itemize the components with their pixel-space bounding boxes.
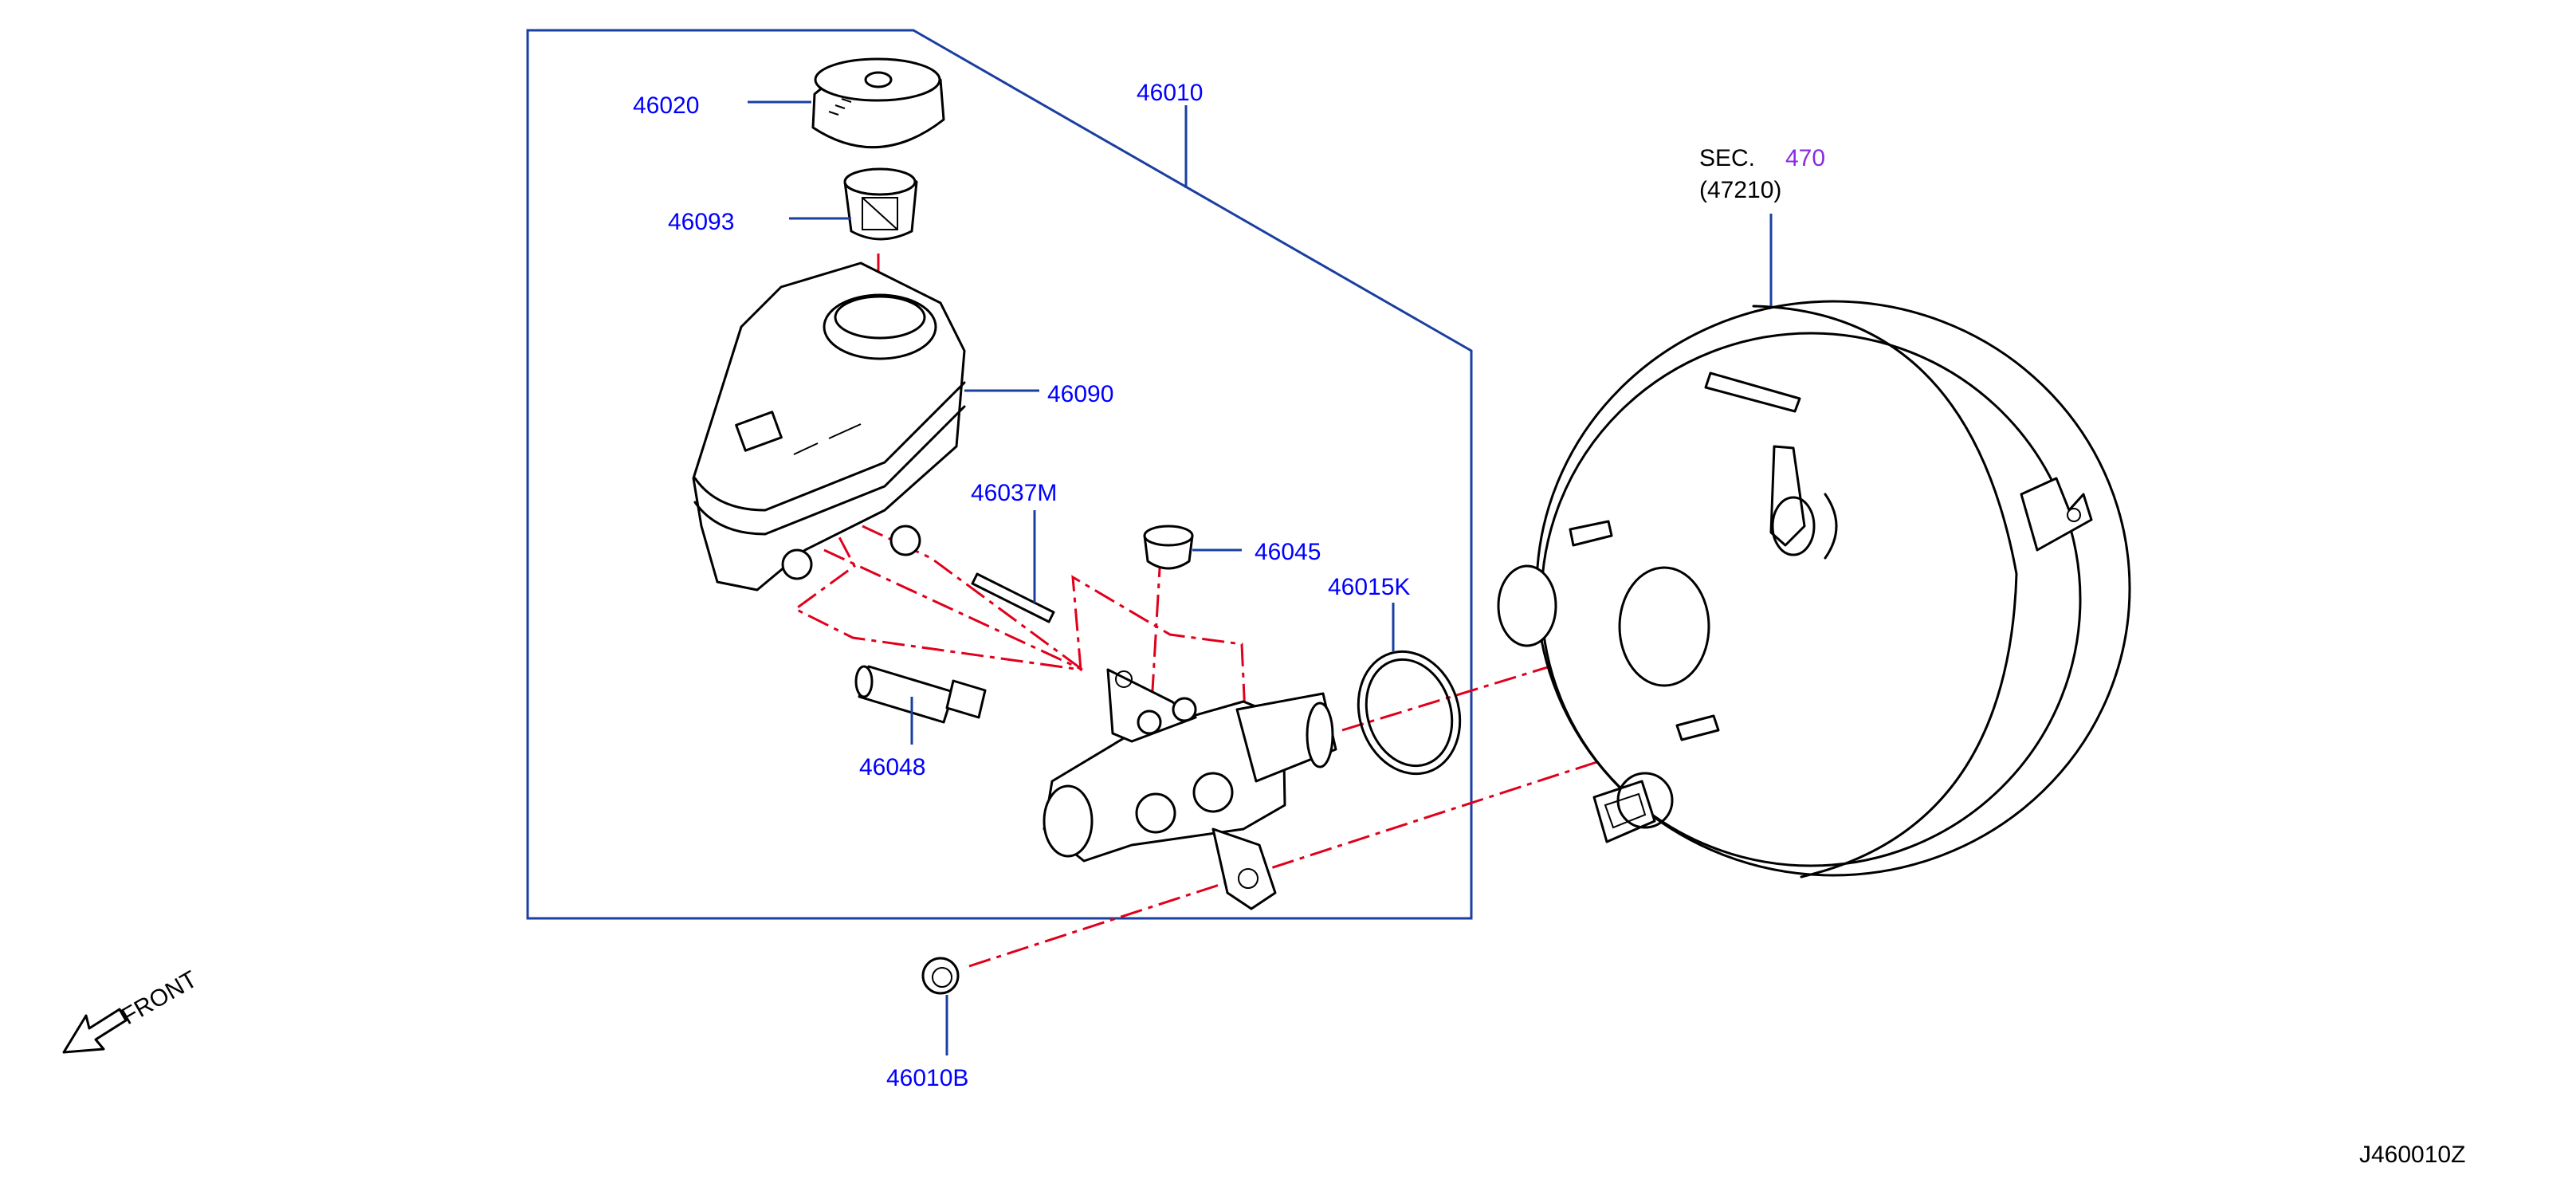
callout-46010b: 46010B (886, 1065, 968, 1091)
callout-46090: 46090 (1047, 381, 1113, 407)
reservoir-pin (971, 572, 1055, 623)
front-arrow-icon (62, 1008, 128, 1054)
section-ref-number: 470 (1785, 145, 1825, 171)
callout-46093: 46093 (668, 209, 734, 235)
callout-46010: 46010 (1137, 80, 1203, 106)
reservoir-cap (811, 57, 945, 149)
master-cylinder (1043, 668, 1337, 910)
callout-46037m: 46037M (971, 480, 1057, 506)
section-ref-prefix: SEC. (1699, 145, 1755, 171)
callout-46020: 46020 (633, 92, 699, 119)
callout-46048: 46048 (859, 754, 925, 780)
callout-46045: 46045 (1255, 539, 1321, 565)
brake-booster (1497, 300, 2131, 878)
section-ref-part-number: (47210) (1699, 177, 1781, 203)
mounting-nut (921, 957, 960, 995)
reservoir-tank (692, 261, 966, 592)
o-ring (1357, 650, 1462, 776)
reservoir-strainer (843, 167, 918, 241)
leader-lines (748, 100, 1773, 1055)
assembly-boundary (526, 29, 1473, 920)
drawing-code: J460010Z (2359, 1142, 2465, 1168)
fluid-level-sensor (854, 665, 987, 724)
front-label: FRONT (117, 966, 202, 1030)
grommet (1143, 525, 1194, 570)
callout-46015k: 46015K (1328, 574, 1410, 600)
